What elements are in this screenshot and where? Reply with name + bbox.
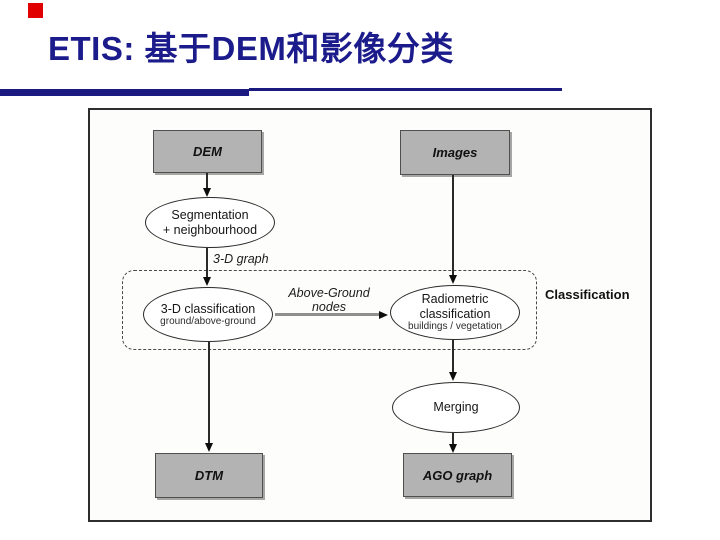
node-merging-label: Merging [433,400,479,415]
connector-segmentation-3dclass [206,248,208,278]
node-segmentation: Segmentation + neighbourhood [145,197,275,248]
connector-merging-ago [452,433,454,445]
title-underline-thin [249,88,562,91]
connector-images-radiometric [452,175,454,276]
node-dtm: DTM [155,453,263,498]
group-label-classification: Classification [545,287,630,302]
node-images: Images [400,130,510,175]
title-underline-thick [0,89,249,96]
node-3d-classification: 3-D classification ground/above-ground [143,287,273,342]
node-radiometric-sub: buildings / vegetation [408,321,502,333]
arrowhead-3dclass-radiometric [379,310,388,319]
edge-label-above-ground: Above-Ground nodes [277,286,381,314]
node-ago-graph: AGO graph [403,453,512,497]
arrowhead-merging-ago [449,444,457,453]
edge-label-3d-graph: 3-D graph [213,252,269,266]
arrowhead-3dclass-dtm [205,443,213,452]
node-ago-graph-label: AGO graph [422,467,493,483]
node-dem: DEM [153,130,262,173]
node-dtm-label: DTM [194,468,224,483]
node-segmentation-line2: + neighbourhood [162,222,258,237]
connector-dem-segmentation [206,173,208,189]
node-3d-classification-sub: ground/above-ground [160,315,256,327]
connector-3dclass-radiometric [275,313,380,316]
connector-radiometric-merging [452,340,454,373]
node-dem-label: DEM [193,144,222,159]
connector-3dclass-dtm [208,342,210,444]
edge-label-above-ground-line2: nodes [311,300,347,314]
slide-title: ETIS: 基于DEM和影像分类 [48,30,454,67]
node-3d-classification-label: 3-D classification [160,301,256,316]
node-segmentation-line1: Segmentation [171,208,249,223]
node-merging: Merging [392,382,520,433]
edge-label-above-ground-line1: Above-Ground [288,286,370,300]
arrowhead-segmentation-3dclass [203,277,211,286]
node-radiometric-classification: Radiometric classification buildings / v… [390,285,520,340]
arrowhead-dem-segmentation [203,188,211,197]
node-images-label: Images [432,145,478,160]
classification-group-outline [122,270,537,350]
red-bullet-marker [28,3,43,18]
node-radiometric-line2: classification [419,306,491,321]
arrowhead-radiometric-merging [449,372,457,381]
node-radiometric-line1: Radiometric [421,292,489,307]
arrowhead-images-radiometric [449,275,457,284]
